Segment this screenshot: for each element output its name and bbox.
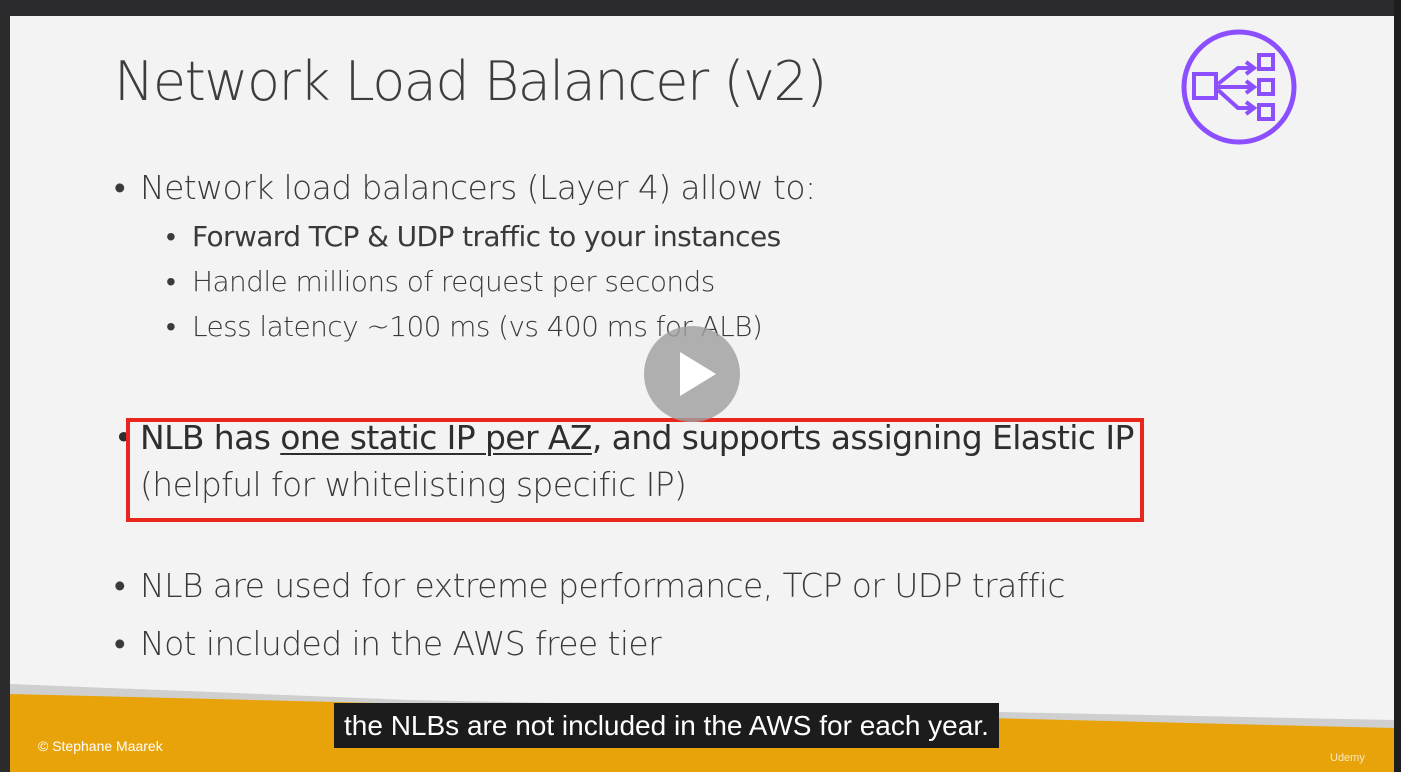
bullet-dot: • bbox=[166, 265, 176, 298]
sub-bullet-millions: • Handle millions of request per seconds bbox=[166, 265, 715, 298]
sub-bullet-text: Forward TCP & UDP traffic to your instan… bbox=[192, 220, 781, 253]
play-icon bbox=[680, 352, 716, 396]
copyright: © Stephane Maarek bbox=[38, 738, 163, 754]
subtitle-caption: the NLBs are not included in the AWS for… bbox=[334, 703, 999, 748]
bullet-text: NLB are used for extreme performance, TC… bbox=[140, 566, 1065, 605]
highlight-line2: (helpful for whitelisting specific IP) bbox=[140, 465, 687, 504]
slide: Network Load Balancer (v2) • Network load… bbox=[10, 16, 1394, 772]
bullet-text: Network load balancers (Layer 4) allow t… bbox=[140, 168, 816, 207]
bullet-extreme-performance: • NLB are used for extreme performance, T… bbox=[114, 566, 1065, 605]
scrollbar[interactable] bbox=[1394, 0, 1401, 772]
bullet-dot: • bbox=[114, 624, 126, 663]
bullet-nlb-layer4: • Network load balancers (Layer 4) allow … bbox=[114, 168, 816, 207]
bullet-free-tier: • Not included in the AWS free tier bbox=[114, 624, 662, 663]
bullet-dot: • bbox=[166, 310, 176, 343]
sub-bullet-text: Handle millions of request per seconds bbox=[192, 265, 715, 298]
network-load-balancer-icon bbox=[1181, 29, 1297, 145]
highlight-box bbox=[126, 418, 1144, 522]
bullet-dot: • bbox=[166, 220, 176, 253]
bullet-dot: • bbox=[114, 168, 126, 207]
udemy-watermark: Udemy bbox=[1330, 752, 1365, 764]
slide-title: Network Load Balancer (v2) bbox=[114, 50, 827, 113]
bullet-text: Not included in the AWS free tier bbox=[140, 624, 662, 663]
highlight-underlined: one static IP per AZ bbox=[280, 418, 592, 457]
bullet-dot: • bbox=[114, 566, 126, 605]
sub-bullet-latency: •Less latency ~100 ms (vs 400 ms for ALB… bbox=[166, 310, 763, 343]
highlight-suffix: , and supports assigning Elastic IP bbox=[591, 418, 1135, 457]
play-button[interactable] bbox=[644, 326, 740, 422]
highlight-prefix: NLB has bbox=[140, 418, 281, 457]
sub-bullet-tcp-udp: • Forward TCP & UDP traffic to your insta… bbox=[166, 220, 781, 253]
highlight-bullet: •NLB has one static IP per AZ, and suppo… bbox=[114, 418, 1134, 457]
